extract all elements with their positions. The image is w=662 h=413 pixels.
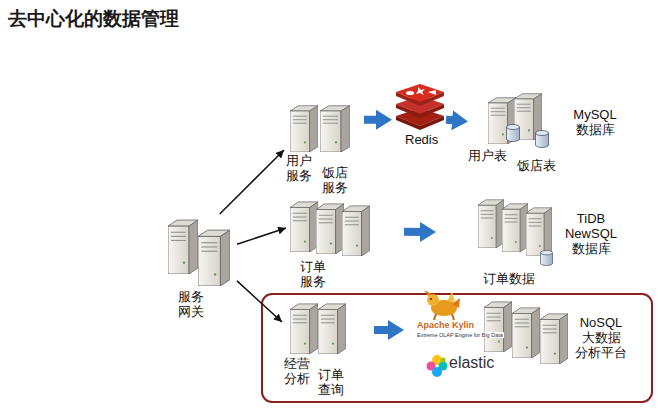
node-label: 用户表: [468, 149, 507, 164]
node-label: 饭店表: [517, 159, 556, 174]
node-label: Extreme OLAP Engine for Big Data: [416, 332, 504, 338]
node-label: 经营 分析: [284, 357, 314, 387]
block-arrow: [404, 228, 424, 236]
server-group: 订单 服务: [286, 198, 404, 292]
server-group: 经营 分析订单 查询: [282, 300, 374, 400]
node-label: NoSQL 大数据 分析平台: [572, 316, 630, 361]
server-group: 服务 网关: [165, 214, 237, 322]
node-label: 服务 网关: [178, 290, 210, 320]
node-label: 饭店 服务: [322, 166, 352, 196]
node-label: Apache Kylin: [416, 320, 475, 330]
server-group: elastic: [426, 352, 506, 378]
arrow-line: [220, 150, 284, 214]
arrow-line: [237, 281, 282, 322]
server-group: Apache KylinExtreme OLAP Engine for Big …: [404, 290, 506, 346]
block-arrow: [364, 116, 380, 124]
node-label: Redis: [405, 133, 438, 148]
server-group: 用户表饭店表 MySQL 数据库: [468, 92, 623, 176]
node-label: 订单 查询: [318, 368, 348, 398]
arrow-line: [237, 228, 286, 244]
node-label: MySQL 数据库: [569, 108, 621, 138]
server-group: 用户 服务饭店 服务: [284, 104, 364, 202]
elastic-logo: [427, 355, 448, 377]
node-label: TiDB NewSQL 数据库: [562, 212, 620, 257]
diagram-title: 去中心化的数据管理: [8, 6, 179, 32]
redis-logo: [396, 84, 444, 130]
block-arrow: [374, 326, 392, 334]
server-group: 订单数据 TiDB NewSQL 数据库: [436, 196, 626, 290]
node-label: 订单数据: [483, 272, 535, 287]
server-group: NoSQL 大数据 分析平台: [476, 294, 632, 386]
block-arrow: [446, 116, 456, 125]
node-label: elastic: [448, 354, 495, 372]
region-outline: [262, 294, 652, 402]
node-label: 订单 服务: [300, 260, 330, 290]
server-group: Redis: [392, 82, 446, 152]
node-label: 用户 服务: [286, 154, 316, 184]
kylin-logo: [424, 290, 460, 320]
